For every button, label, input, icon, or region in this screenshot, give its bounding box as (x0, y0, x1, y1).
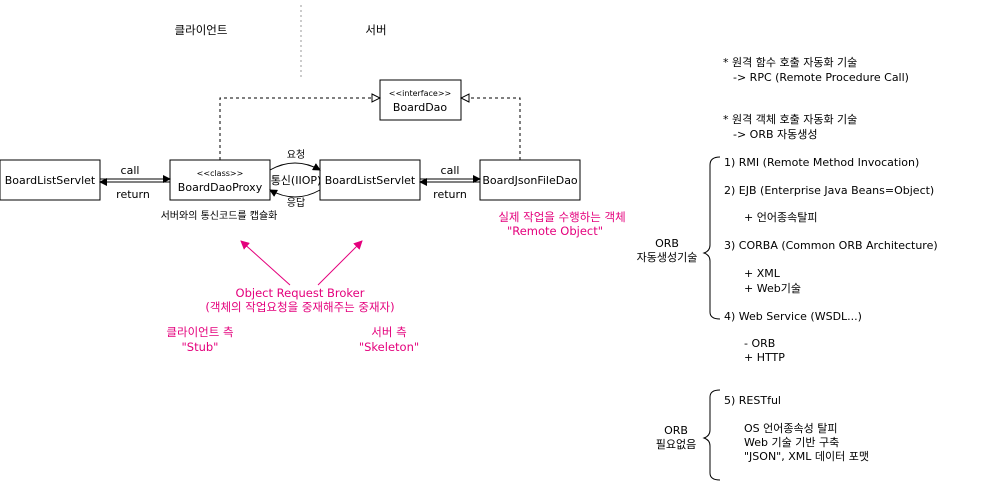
ejb-sub-item: + 언어종속탈피 (744, 211, 817, 224)
no-orb-label-line2: 필요없음 (656, 438, 696, 451)
restful-line3: "JSON", XML 데이터 포맷 (744, 450, 869, 463)
comm-label: 통신(IIOP) (271, 174, 322, 187)
ejb-item: 2) EJB (Enterprise Java Beans=Object) (724, 184, 934, 197)
web-service-sub-http: + HTTP (744, 351, 785, 364)
stub-label: "Stub" (182, 340, 219, 354)
web-service-item: 4) Web Service (WSDL...) (724, 310, 862, 323)
client-board-list-servlet-label: BoardListServlet (5, 174, 96, 187)
corba-item: 3) CORBA (Common ORB Architecture) (724, 239, 938, 252)
orb-to-skeleton-arrow (317, 240, 363, 286)
real-object-note-line1: 실제 작업을 수행하는 객체 (498, 210, 625, 224)
board-dao-proxy-box[interactable] (169, 159, 271, 201)
server-board-list-servlet-box[interactable] (319, 159, 421, 201)
orb-note-line2: (객체의 작업요청을 중재해주는 중재자) (205, 300, 394, 314)
orb-note-line1: Object Request Broker (236, 286, 365, 300)
board-dao-stereotype: <<interface>> (389, 89, 452, 98)
orb-group-label-line1: ORB (655, 237, 679, 250)
skeleton-label: "Skeleton" (359, 340, 419, 354)
orb-to-stub-arrow (240, 240, 291, 286)
orb-group-brace (702, 156, 721, 320)
web-service-sub-orb: - ORB (744, 337, 775, 350)
corba-sub-xml: + XML (744, 267, 781, 280)
rpc-desc: -> RPC (Remote Procedure Call) (733, 71, 909, 84)
board-json-file-dao-label: BoardJsonFileDao (482, 174, 578, 187)
orb-group-label-line2: 자동생성기술 (637, 251, 698, 264)
call-left-label: call (121, 164, 140, 177)
rmi-item: 1) RMI (Remote Method Invocation) (724, 156, 919, 169)
response-label: 응답 (287, 197, 305, 209)
rpc-heading: * 원격 함수 호출 자동화 기술 (723, 56, 857, 69)
client-board-list-servlet-box[interactable] (0, 159, 101, 201)
restful-line1: OS 언어종속성 탈피 (744, 422, 837, 435)
client-section-label: 클라이언트 (175, 23, 228, 37)
board-dao-proxy-label: BoardDaoProxy (178, 181, 263, 194)
proxy-note: 서버와의 통신코드를 캡슐화 (161, 210, 278, 222)
board-dao-proxy-stereotype: <<class>> (197, 169, 244, 178)
proxy-implements-arrow (219, 98, 380, 160)
return-right-label: return (433, 188, 467, 201)
orb-auto-desc: -> ORB 자동생성 (733, 128, 818, 141)
restful-item: 5) RESTful (724, 394, 781, 407)
json-dao-implements-arrow (461, 98, 521, 160)
restful-line2: Web 기술 기반 구축 (744, 436, 839, 449)
no-orb-label-line1: ORB (664, 424, 688, 437)
orb-auto-heading: * 원격 객체 호출 자동화 기술 (723, 113, 857, 126)
no-orb-brace (702, 389, 721, 481)
server-section-label: 서버 (365, 23, 386, 37)
call-right-label: call (441, 164, 460, 177)
client-side-label: 클라이언트 측 (166, 325, 233, 339)
server-side-label: 서버 측 (371, 325, 406, 339)
board-dao-label: BoardDao (393, 101, 448, 114)
return-left-label: return (116, 188, 150, 201)
real-object-note-line2: "Remote Object" (507, 224, 603, 238)
response-arrow (269, 189, 321, 198)
board-dao-interface-box[interactable] (379, 79, 462, 121)
corba-sub-web: + Web기술 (744, 282, 801, 295)
request-label: 요청 (287, 149, 305, 161)
server-board-list-servlet-label: BoardListServlet (325, 174, 416, 187)
request-arrow (269, 162, 321, 171)
